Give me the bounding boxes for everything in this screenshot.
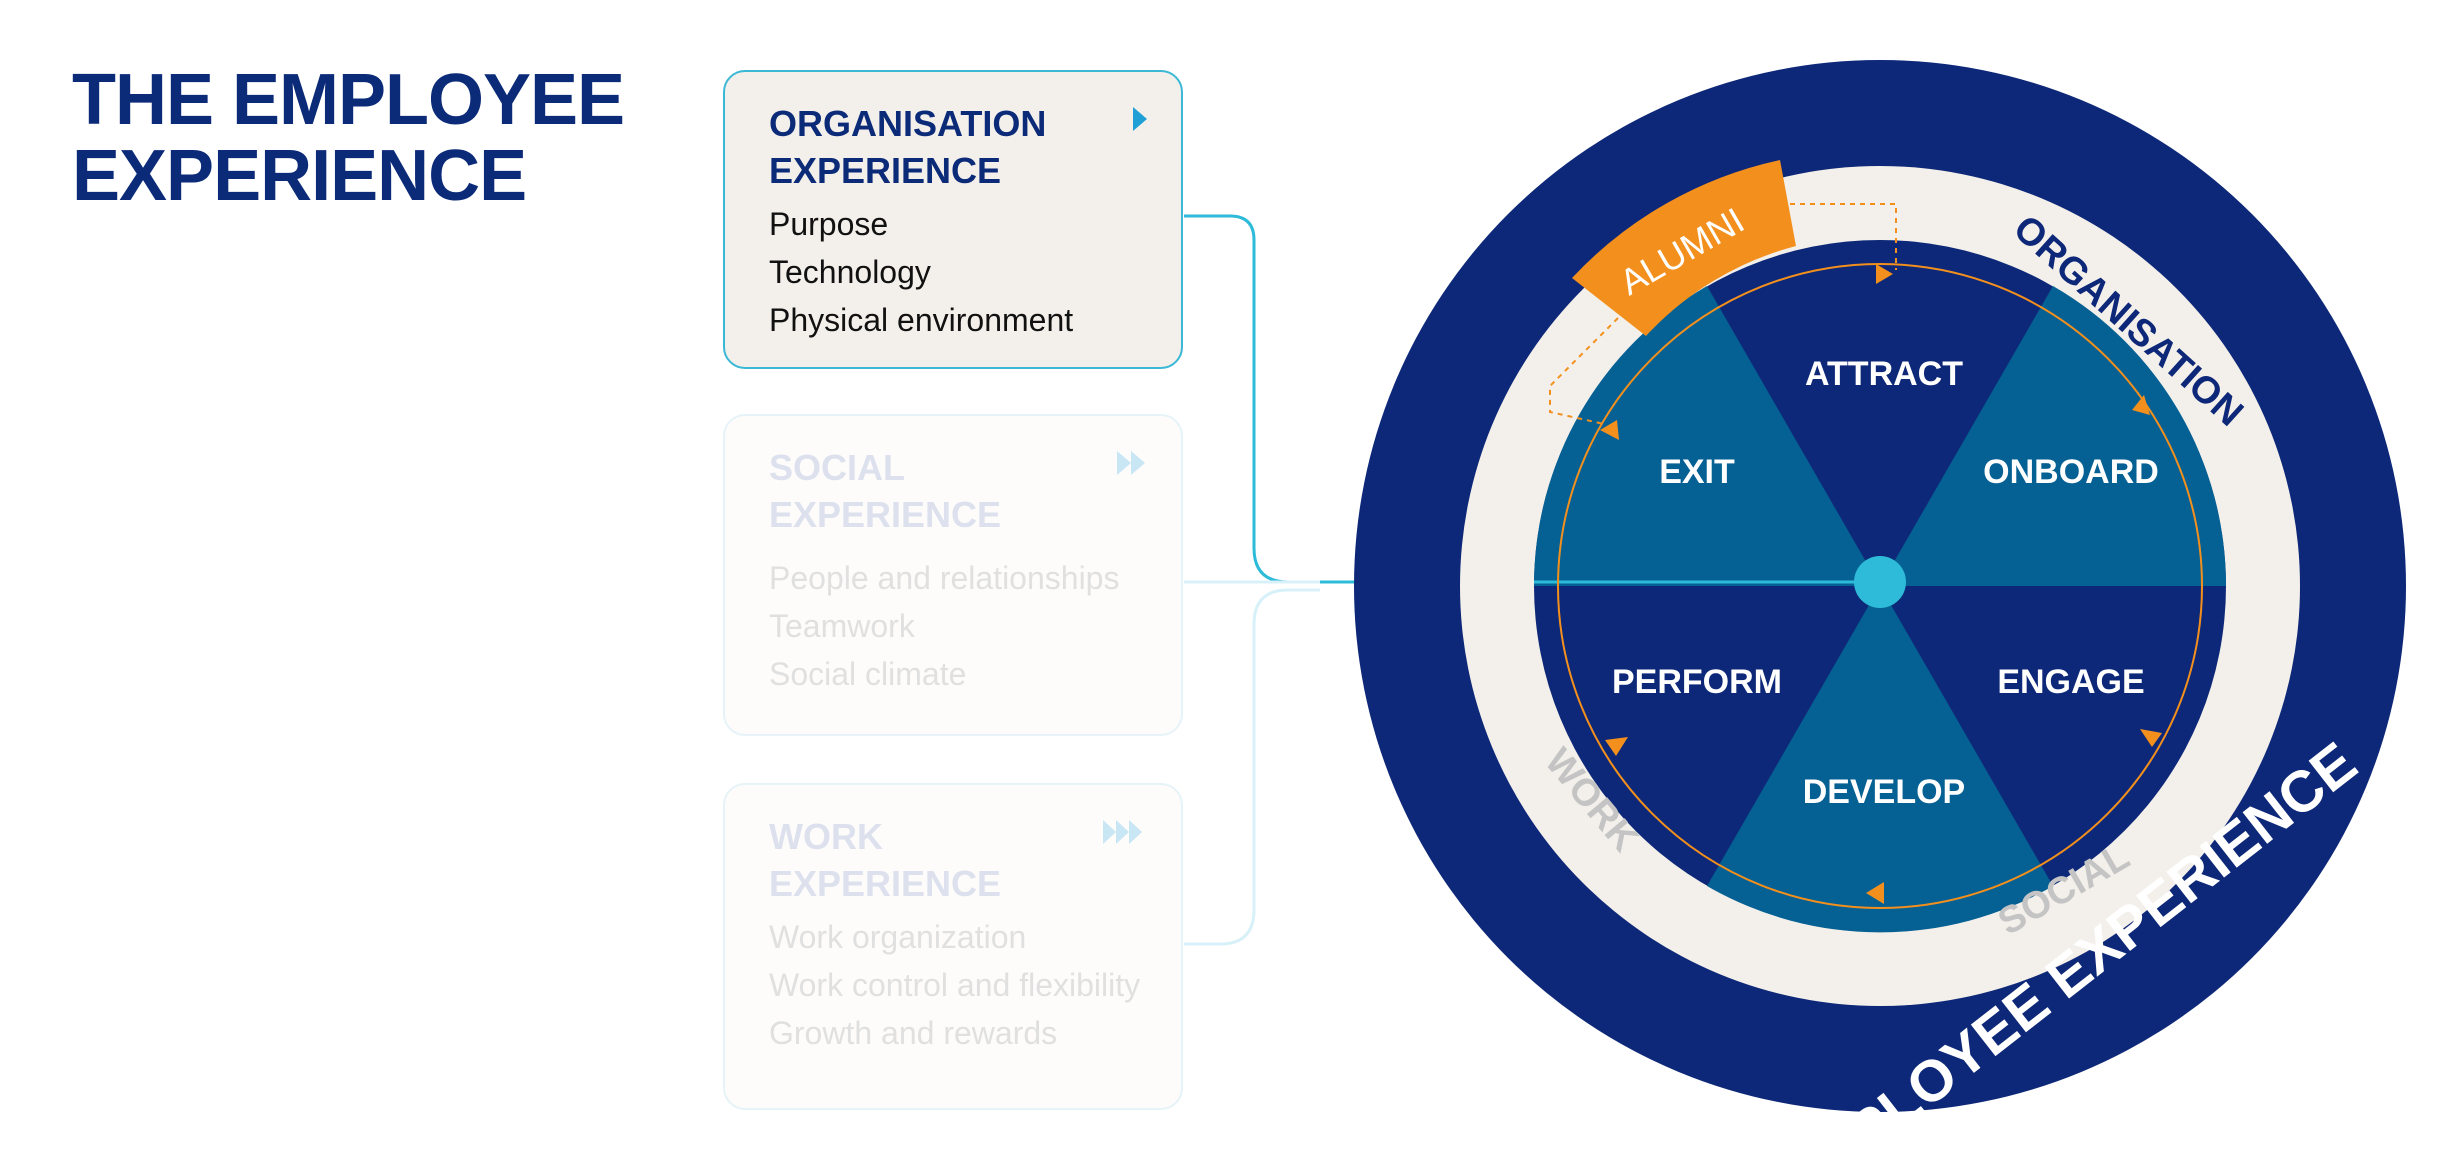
cycle-arrow-icon <box>1605 737 1628 756</box>
segment-label-engage: ENGAGE <box>1997 663 2144 701</box>
card-item-list: Work organization Work control and flexi… <box>769 913 1149 1057</box>
page-title-line-2: EXPERIENCE <box>72 136 527 216</box>
card-item-social-climate: Social climate <box>769 656 967 692</box>
card-item-teamwork: Teamwork <box>769 608 915 644</box>
card-title-line-2: EXPERIENCE <box>769 494 1002 535</box>
segment-label-perform: PERFORM <box>1612 663 1782 701</box>
segment-label-attract: ATTRACT <box>1805 355 1963 393</box>
card-title: ORGANISATION EXPERIENCE <box>769 100 1109 194</box>
card-item-purpose: Purpose <box>769 206 889 242</box>
card-item-list: Purpose Technology Physical environment <box>769 200 1149 344</box>
single-arrow-icon[interactable] <box>1123 104 1153 134</box>
card-item-technology: Technology <box>769 254 931 290</box>
cycle-arrow-icon <box>1600 420 1619 440</box>
card-title: WORK EXPERIENCE <box>769 813 1109 907</box>
social-experience-card[interactable]: SOCIAL EXPERIENCE People and relationshi… <box>723 414 1183 736</box>
segment-exit <box>1533 286 1880 586</box>
center-hub <box>1854 556 1906 608</box>
card-item-work-control-and-flexibility: Work control and flexibility <box>769 967 1141 1003</box>
organisation-experience-card[interactable]: ORGANISATION EXPERIENCE Purpose Technolo… <box>723 70 1183 369</box>
connector-line-work <box>1184 588 1320 946</box>
cycle-arrow-icon <box>2140 729 2162 747</box>
double-arrow-icon[interactable] <box>1113 448 1153 478</box>
page-title: THE EMPLOYEE EXPERIENCE <box>72 60 625 216</box>
card-title-line-2: EXPERIENCE <box>769 150 1002 191</box>
card-title: SOCIAL EXPERIENCE <box>769 444 1109 538</box>
segment-label-exit: EXIT <box>1659 453 1735 491</box>
alumni-path-top <box>1790 203 1897 270</box>
segment-label-develop: DEVELOP <box>1803 773 1965 811</box>
card-title-line-1: ORGANISATION <box>769 103 1047 144</box>
triple-arrow-icon[interactable] <box>1099 817 1153 847</box>
card-item-growth-and-rewards: Growth and rewards <box>769 1015 1058 1051</box>
cycle-ring <box>1557 263 2203 909</box>
cycle-arrow-icon <box>2132 395 2150 415</box>
alumni-tab[interactable] <box>1572 160 1796 336</box>
cycle-arrows <box>1600 264 2162 904</box>
card-title-line-2: EXPERIENCE <box>769 863 1002 904</box>
cycle-arrow-icon <box>1866 882 1884 904</box>
card-item-work-organization: Work organization <box>769 919 1027 955</box>
segment-develop <box>1707 586 2053 933</box>
card-item-list: People and relationships Teamwork Social… <box>769 554 1149 698</box>
cycle-arrow-icon <box>1876 264 1893 284</box>
card-item-physical-environment: Physical environment <box>769 302 1074 338</box>
work-experience-card[interactable]: WORK EXPERIENCE Work organization Work c… <box>723 783 1183 1110</box>
card-title-line-1: WORK <box>769 816 883 857</box>
card-item-people-and-relationships: People and relationships <box>769 560 1120 596</box>
segment-onboard <box>1880 286 2227 586</box>
card-title-line-1: SOCIAL <box>769 447 906 488</box>
connector-line-organisation <box>1184 214 1880 584</box>
segment-label-onboard: ONBOARD <box>1983 453 2159 491</box>
page-title-line-1: THE EMPLOYEE <box>72 60 625 140</box>
